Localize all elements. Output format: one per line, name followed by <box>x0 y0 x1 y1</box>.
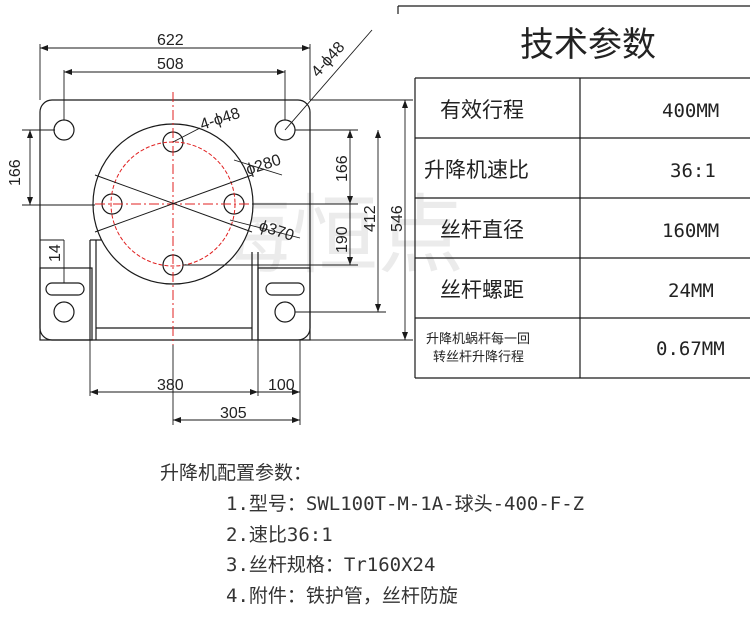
left-lug <box>39 267 93 341</box>
dim-14: 14 <box>47 244 64 262</box>
config-item-accessories: 4.附件：铁护管，丝杆防旋 <box>226 584 458 607</box>
dim-166-right: 166 <box>334 155 351 182</box>
dim-546: 546 <box>389 205 406 232</box>
tech-table <box>397 5 750 379</box>
mount-hole-top-left <box>53 119 75 141</box>
leader-holes-small <box>172 127 201 143</box>
row-5-label-line2: 转丝杆升降行程 <box>433 350 524 365</box>
row-2-label: 升降机速比 <box>424 158 529 182</box>
config-item-model: 1.型号：SWL100T-M-1A-球头-400-F-Z <box>226 493 585 515</box>
leader-280 <box>233 159 283 176</box>
row-3-label: 丝杆直径 <box>440 218 524 242</box>
leader-holes-large <box>284 29 373 131</box>
table-title: 技术参数 <box>520 25 656 65</box>
right-slot <box>265 282 305 296</box>
config-item-screw: 3.丝杆规格：Tr160X24 <box>226 554 436 576</box>
arrow-heads <box>27 45 408 423</box>
dim-190: 190 <box>334 226 351 253</box>
config-item-ratio: 2.速比36:1 <box>226 523 333 546</box>
dim-280: ϕ280 <box>244 152 283 179</box>
row-2-value: 36:1 <box>670 160 716 182</box>
row-3-value: 160MM <box>662 220 719 242</box>
dim-412: 412 <box>362 205 379 232</box>
mount-hole-bottom-left <box>53 301 75 323</box>
row-5-label-line1: 升降机蜗杆每一回 <box>426 331 530 347</box>
leader-370 <box>229 219 301 239</box>
row-5-value: 0.67MM <box>656 338 725 360</box>
tech-table-text: 技术参数 有效行程 400MM 升降机速比 36:1 丝杆直径 160MM 丝杆… <box>424 25 725 365</box>
row-1-label: 有效行程 <box>440 98 524 122</box>
dim-622: 622 <box>157 32 184 49</box>
mount-hole-bottom-right <box>274 301 296 323</box>
dim-holes-small: 4-ϕ48 <box>198 105 242 134</box>
dim-holes-large: 4-ϕ48 <box>308 39 348 81</box>
dim-100: 100 <box>268 377 295 394</box>
cross-lines <box>94 174 253 233</box>
base-plate <box>39 99 311 341</box>
dim-305: 305 <box>220 405 247 422</box>
row-4-value: 24MM <box>668 280 714 302</box>
row-4-label: 丝杆螺距 <box>440 278 524 302</box>
config-section: 升降机配置参数： 1.型号：SWL100T-M-1A-球头-400-F-Z 2.… <box>160 458 584 611</box>
left-slot <box>45 282 85 296</box>
row-1-value: 400MM <box>662 100 719 122</box>
config-heading: 升降机配置参数： <box>160 462 313 484</box>
dim-166-left: 166 <box>7 159 24 186</box>
dim-380: 380 <box>157 377 184 394</box>
dim-508: 508 <box>157 56 184 73</box>
